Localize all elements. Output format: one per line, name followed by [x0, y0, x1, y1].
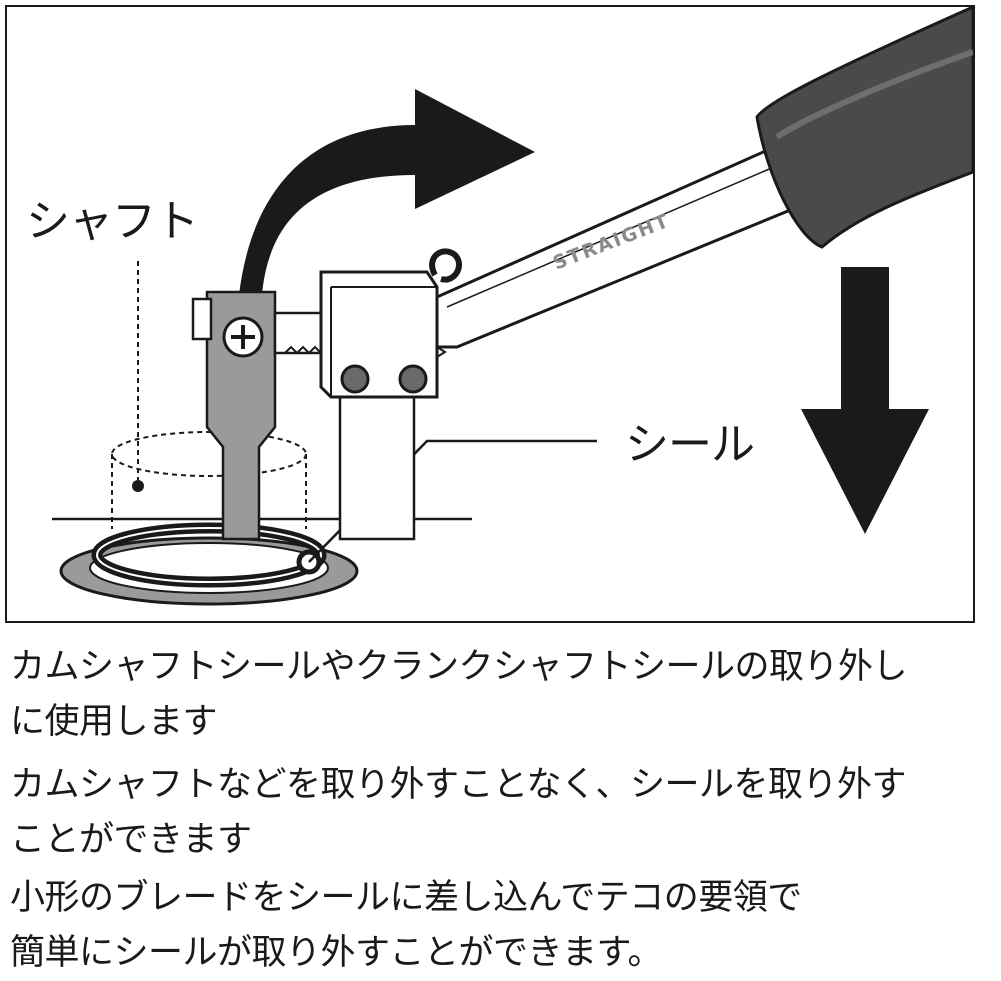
seal-callout-label: シール [625, 419, 755, 470]
description-line: ことができます [10, 820, 252, 860]
description-paragraph-3: 小形のブレードをシールに差し込んでテコの要領で 簡単にシールが取り外すことができ… [10, 871, 995, 981]
shaft-pointer-dot [132, 480, 144, 492]
shaft-outline [111, 431, 307, 529]
description-paragraph-2: カムシャフトなどを取り外すことなく、シールを取り外す ことができます [10, 758, 995, 868]
description-line: カムシャフトシールやクランクシャフトシールの取り外し [10, 647, 908, 687]
lever-shaft [435, 135, 824, 349]
description-paragraph-1: カムシャフトシールやクランクシャフトシールの取り外し に使用します [10, 640, 995, 750]
tool-post [338, 395, 416, 541]
description-line: 小形のブレードをシールに差し込んでテコの要領で [10, 878, 802, 918]
down-arrow-icon [801, 267, 929, 534]
description-line: 簡単にシールが取り外すことができます。 [10, 933, 663, 973]
bolt-icon [340, 364, 370, 394]
seal-remover-illustration [52, 7, 973, 606]
shaft-callout-label: シャフト [26, 196, 199, 247]
description-line: カムシャフトなどを取り外すことなく、シールを取り外す [10, 765, 906, 805]
curved-arrow-icon [239, 89, 535, 295]
bolt-icon [398, 364, 428, 394]
hook-icon [429, 248, 462, 283]
illustration-frame: シャフト シール STRAIGHT [5, 5, 975, 623]
description-line: に使用します [10, 702, 218, 742]
tool-handle [755, 7, 973, 249]
